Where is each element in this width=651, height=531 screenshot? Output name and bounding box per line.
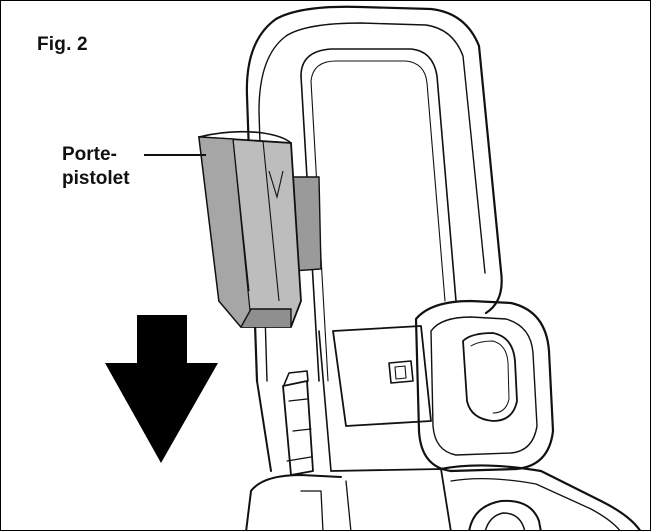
holster-callout-label: Porte- pistolet	[62, 143, 130, 191]
holster-ridge-2	[262, 140, 280, 302]
holster	[197, 130, 322, 328]
base-right	[439, 464, 641, 530]
holster-ridge-3	[268, 170, 284, 200]
base-wheel-hub	[484, 512, 526, 530]
grip-housing-inner	[430, 316, 538, 456]
handle-frame-inner-2	[300, 48, 457, 302]
body-rail-left	[256, 380, 272, 472]
base-detail	[300, 480, 352, 530]
middle-panel-slot	[388, 360, 414, 384]
holster-tip	[240, 308, 292, 328]
base-wheel	[468, 499, 542, 530]
holster-ridge-1	[232, 138, 250, 292]
base-left	[245, 474, 342, 530]
handle-frame-outer	[245, 5, 503, 383]
callout-label-line1: Porte-	[62, 144, 117, 165]
callout-label-line2: pistolet	[62, 168, 130, 189]
middle-panel	[332, 325, 432, 427]
hook-clip	[282, 380, 314, 476]
holster-opening	[198, 130, 292, 144]
grip-hole-shadow	[470, 340, 510, 414]
grip-housing-outer	[414, 299, 555, 473]
middle-panel-slot-inner	[394, 365, 407, 380]
handle-frame-inner-1	[258, 22, 486, 382]
base-right-inner	[450, 477, 621, 530]
base-center	[330, 468, 452, 530]
figure-title: Fig. 2	[37, 34, 88, 55]
down-arrow-icon	[105, 315, 218, 463]
hook-clip-detail	[286, 398, 312, 462]
handle-frame-inner-3	[310, 60, 446, 302]
body-rail-right	[318, 330, 332, 472]
hook-clip-top	[283, 370, 309, 386]
grip-hole	[462, 332, 518, 422]
